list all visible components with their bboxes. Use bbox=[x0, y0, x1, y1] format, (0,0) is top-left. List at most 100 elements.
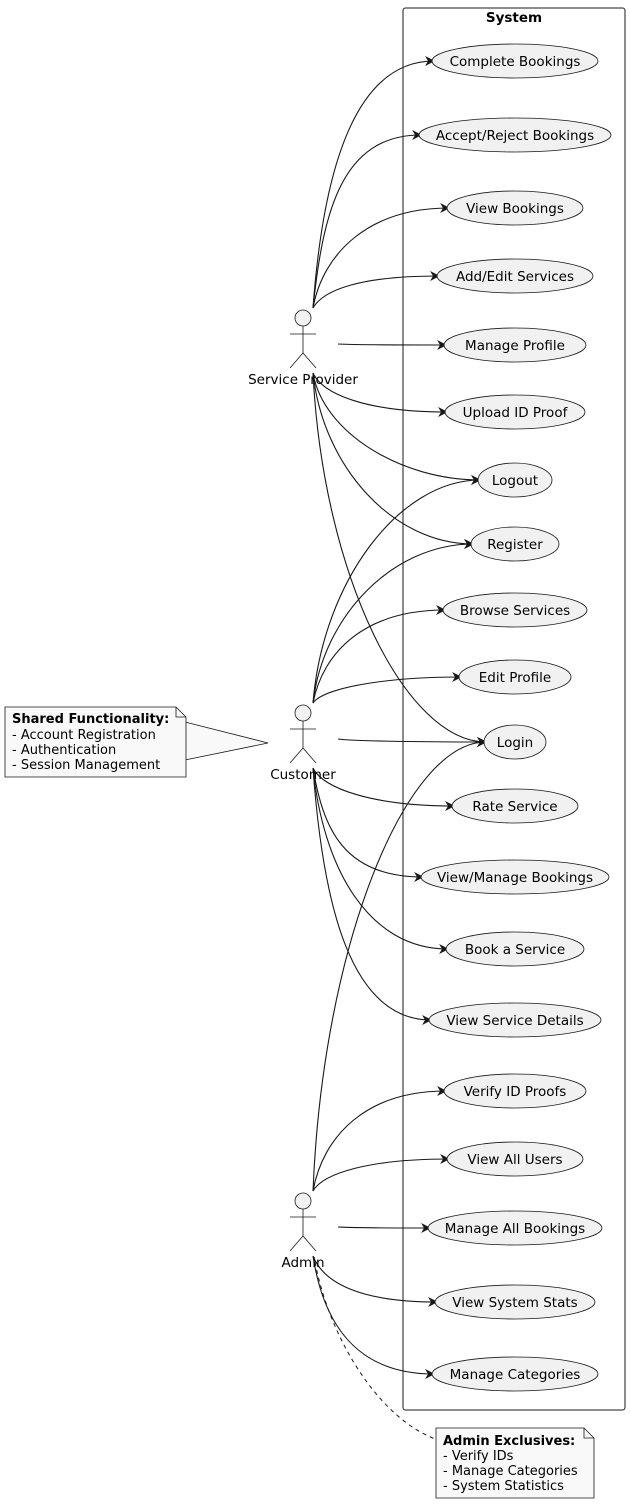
actor-legs bbox=[289, 747, 317, 764]
use-case-ellipse bbox=[443, 1073, 587, 1109]
use-case-label: Register bbox=[487, 537, 543, 553]
system-boundary: System bbox=[402, 7, 626, 1411]
association-sp-complete-bookings bbox=[312, 56, 435, 309]
use-case-complete-bookings: Complete Bookings bbox=[431, 43, 599, 79]
use-case-label: View/Manage Bookings bbox=[437, 870, 593, 886]
actor-label: Service Provider bbox=[248, 372, 358, 388]
use-case-label: Login bbox=[497, 735, 533, 751]
use-case-ellipse bbox=[420, 859, 610, 895]
association-sp-manage-profile bbox=[337, 340, 447, 350]
admin-note-line: - Manage Categories bbox=[443, 1464, 578, 1479]
use-case-label: Verify ID Proofs bbox=[464, 1084, 567, 1100]
use-case-label: Complete Bookings bbox=[450, 54, 581, 70]
use-case-label: Add/Edit Services bbox=[456, 269, 574, 285]
association-sp-upload-id bbox=[312, 372, 448, 417]
use-case-book-service: Book a Service bbox=[445, 931, 585, 967]
actor-legs bbox=[289, 352, 317, 369]
use-case-ellipse bbox=[446, 1141, 584, 1177]
association-ad-manage-categories bbox=[312, 1255, 435, 1379]
use-case-ellipse bbox=[442, 592, 588, 628]
use-case-ellipse bbox=[477, 462, 553, 498]
association-ad-manage-all-bookings bbox=[337, 1223, 431, 1233]
association-ad-view-stats bbox=[312, 1255, 438, 1307]
actor-head bbox=[294, 309, 312, 327]
association-cu-logout bbox=[312, 475, 481, 704]
association-cu-login bbox=[337, 737, 487, 747]
use-case-label: Accept/Reject Bookings bbox=[436, 128, 594, 144]
admin-note-connector bbox=[314, 1261, 439, 1441]
use-case-ellipse bbox=[458, 659, 572, 695]
system-title: System bbox=[486, 10, 542, 26]
use-case-add-edit-services: Add/Edit Services bbox=[436, 258, 594, 294]
use-case-label: View Bookings bbox=[466, 201, 564, 217]
association-ad-view-all-users bbox=[312, 1154, 450, 1192]
use-case-label: Edit Profile bbox=[479, 670, 551, 686]
actor-label: Customer bbox=[270, 767, 336, 783]
actor-head bbox=[294, 1192, 312, 1210]
use-case-label: View System Stats bbox=[452, 1295, 577, 1311]
actor-ad: Admin bbox=[281, 1192, 325, 1271]
shared-note-line: - Session Management bbox=[12, 758, 160, 773]
use-case-view-stats: View System Stats bbox=[434, 1284, 596, 1320]
association-cu-edit-profile bbox=[312, 672, 462, 704]
use-case-register: Register bbox=[470, 526, 560, 562]
association-sp-logout bbox=[312, 372, 481, 485]
use-case-accept-reject: Accept/Reject Bookings bbox=[418, 117, 612, 153]
use-case-label: View All Users bbox=[467, 1152, 562, 1168]
use-case-ellipse bbox=[428, 1002, 602, 1038]
admin-exclusives-note: Admin Exclusives: - Verify IDs - Manage … bbox=[435, 1427, 595, 1499]
use-case-label: Manage Categories bbox=[450, 1367, 581, 1383]
association-ad-verify-id bbox=[312, 1086, 447, 1192]
use-case-view-bookings: View Bookings bbox=[446, 190, 584, 226]
use-case-ellipse bbox=[431, 43, 599, 79]
use-case-logout: Logout bbox=[477, 462, 553, 498]
use-case-verify-id: Verify ID Proofs bbox=[443, 1073, 587, 1109]
actor-cu: Customer bbox=[270, 704, 336, 783]
use-case-manage-all-bookings: Manage All Bookings bbox=[427, 1210, 603, 1246]
use-case-label: Book a Service bbox=[465, 942, 565, 958]
use-case-ellipse bbox=[445, 931, 585, 967]
shared-note-connector bbox=[184, 721, 269, 761]
use-case-manage-categories: Manage Categories bbox=[431, 1356, 599, 1392]
use-case-label: Browse Services bbox=[460, 603, 570, 619]
shared-note-line: - Authentication bbox=[12, 743, 116, 758]
association-sp-register bbox=[312, 372, 474, 549]
actor-head bbox=[294, 704, 312, 722]
admin-note-line: - System Statistics bbox=[443, 1479, 564, 1494]
use-case-label: Manage All Bookings bbox=[445, 1221, 585, 1237]
use-case-label: View Service Details bbox=[446, 1013, 583, 1029]
shared-note-title: Shared Functionality: bbox=[12, 712, 169, 727]
use-case-edit-profile: Edit Profile bbox=[458, 659, 572, 695]
use-case-ellipse bbox=[418, 117, 612, 153]
use-case-ellipse bbox=[436, 258, 594, 294]
use-case-view-manage-bookings: View/Manage Bookings bbox=[420, 859, 610, 895]
admin-note-title: Admin Exclusives: bbox=[443, 1434, 575, 1449]
use-case-label: Manage Profile bbox=[465, 338, 565, 354]
association-cu-register bbox=[312, 539, 474, 704]
use-case-ellipse bbox=[443, 327, 587, 363]
use-case-login: Login bbox=[483, 724, 547, 760]
use-case-ellipse bbox=[444, 394, 586, 430]
use-case-ellipse bbox=[470, 526, 560, 562]
use-case-upload-id: Upload ID Proof bbox=[444, 394, 586, 430]
shared-functionality-note: Shared Functionality: - Account Registra… bbox=[4, 706, 187, 778]
use-case-ellipse bbox=[431, 1356, 599, 1392]
association-cu-view-manage-bookings bbox=[312, 767, 424, 882]
use-case-manage-profile: Manage Profile bbox=[443, 327, 587, 363]
use-case-view-all-users: View All Users bbox=[446, 1141, 584, 1177]
admin-note-line: - Verify IDs bbox=[443, 1449, 514, 1464]
association-sp-add-edit-services bbox=[312, 271, 440, 309]
use-case-ellipse bbox=[483, 724, 547, 760]
association-cu-rate-service bbox=[312, 767, 455, 811]
use-case-rate-service: Rate Service bbox=[451, 788, 579, 824]
actor-legs bbox=[289, 1235, 317, 1252]
association-cu-book-service bbox=[312, 767, 449, 954]
association-cu-browse-services bbox=[312, 605, 446, 704]
use-case-browse-services: Browse Services bbox=[442, 592, 588, 628]
association-sp-view-bookings bbox=[312, 203, 450, 309]
use-case-view-service-details: View Service Details bbox=[428, 1002, 602, 1038]
use-case-ellipse bbox=[427, 1210, 603, 1246]
association-cu-view-service-details bbox=[312, 767, 432, 1025]
use-case-label: Logout bbox=[492, 473, 538, 489]
